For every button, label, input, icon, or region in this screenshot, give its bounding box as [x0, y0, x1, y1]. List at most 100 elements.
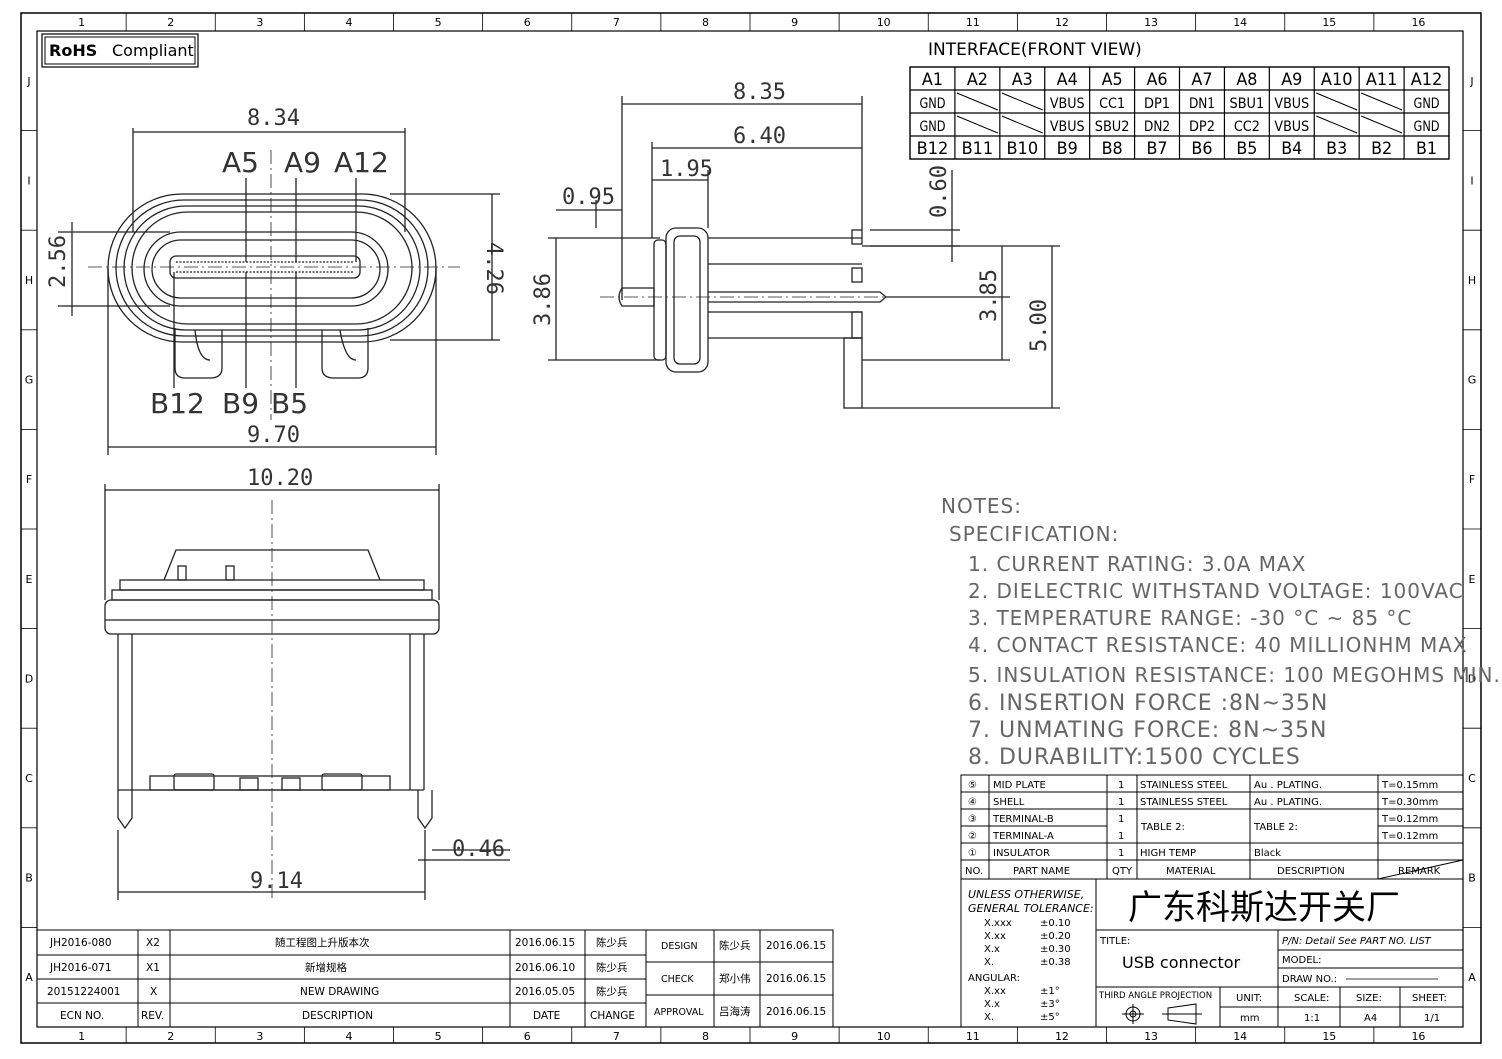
interface-cell-row_b-2: B10: [1006, 139, 1038, 159]
tol-key-1: X.xxx: [984, 918, 1012, 929]
grid-col-top-12: 12: [1055, 16, 1069, 29]
bottom-dim-top: 10.20: [247, 466, 313, 491]
grid-row-right-A: A: [1468, 971, 1476, 984]
grid-col-bottom-15: 15: [1322, 1030, 1336, 1043]
interface-cell-row_b-1: B11: [962, 139, 994, 159]
pin-label-a5: A5: [222, 146, 259, 179]
empty-cell-diagonal: [1316, 92, 1358, 111]
grid-col-top-3: 3: [256, 16, 263, 29]
bom-material-4: STAINLESS STEEL: [1140, 797, 1228, 808]
grid-row-left-D: D: [25, 672, 33, 685]
interface-cell-row_a-6: A7: [1191, 70, 1212, 90]
approval-name-1: 陈少兵: [719, 939, 751, 952]
bom-part-4: SHELL: [993, 797, 1025, 808]
front-view: [58, 128, 500, 455]
interface-cell-row_b_sig-4: SBU2: [1095, 119, 1130, 135]
grid-ticks: [21, 13, 1481, 1043]
grid-col-top-8: 8: [702, 16, 709, 29]
side-dim-0-60: 0.60: [927, 165, 952, 218]
front-dim-bottom: 9.70: [247, 423, 300, 448]
bom-remark-3: T=0.12mm: [1381, 814, 1438, 825]
ang-key-3: X.: [984, 1012, 994, 1023]
grid-row-right-D: D: [1468, 672, 1476, 685]
interface-cell-row_b-4: B8: [1102, 139, 1123, 159]
bom-no-1: ①: [968, 848, 977, 859]
grid-col-bottom-8: 8: [702, 1030, 709, 1043]
tol-key-3: X.x: [984, 944, 1000, 955]
rev-date-1: 2016.06.15: [515, 937, 575, 949]
interface-cell-row_b_sig-8: VBUS: [1274, 119, 1309, 135]
grid-row-right-C: C: [1468, 772, 1476, 785]
grid-row-left-E: E: [26, 573, 33, 586]
grid-col-bottom-4: 4: [345, 1030, 352, 1043]
bom-qty-3: 1: [1118, 814, 1124, 825]
interface-cell-row_b_sig-6: DP2: [1189, 119, 1215, 135]
interface-cell-row_b-0: B12: [917, 139, 949, 159]
rohs-badge: RoHS Compliant: [41, 33, 199, 68]
rev-date-3: 2016.05.05: [515, 986, 575, 998]
interface-cell-row_b-3: B9: [1057, 139, 1078, 159]
interface-title: INTERFACE(FRONT VIEW): [928, 40, 1142, 60]
rev-desc-2: 新增规格: [305, 961, 347, 974]
side-dim-3-85: 3.85: [977, 269, 1002, 322]
pin-label-b5: B5: [271, 387, 308, 420]
approval-name-2: 郑小伟: [719, 972, 751, 985]
title-block: UNLESS OTHERWISE, GENERAL TOLERANCE: X.x…: [960, 878, 1464, 1028]
interface-cell-row_b-5: B7: [1147, 139, 1168, 159]
ang-val-2: ±3°: [1040, 999, 1060, 1010]
grid-col-top-6: 6: [524, 16, 531, 29]
bottom-view: [104, 484, 510, 900]
model-label: MODEL:: [1282, 955, 1321, 966]
pin-label-b9: B9: [222, 387, 259, 420]
interface-cell-row_a-11: A12: [1411, 70, 1443, 90]
empty-cell-diagonal: [1001, 92, 1043, 111]
grid-row-left-A: A: [25, 971, 33, 984]
note-7: 7. UNMATING FORCE: 8N~35N: [968, 718, 1327, 743]
bottom-dim-bottom: 9.14: [250, 869, 303, 894]
bom-remark-4: T=0.30mm: [1381, 797, 1438, 808]
interface-cell-row_a_sig-5: DP1: [1144, 96, 1170, 112]
side-view: [548, 96, 1060, 409]
interface-cell-row_b_sig-7: CC2: [1234, 119, 1260, 135]
revision-block: JH2016-080 X2 随工程图上升版本次 2016.06.15 陈少兵 J…: [36, 929, 834, 1028]
grid-col-bottom-5: 5: [435, 1030, 442, 1043]
rev-desc-1: 随工程图上升版本次: [275, 936, 370, 949]
title-label: TITLE:: [1099, 936, 1130, 947]
note-5: 5. INSULATION RESISTANCE: 100 MEGOHMS MI…: [968, 663, 1501, 687]
bom-material-merged: TABLE 2:: [1140, 822, 1185, 833]
interface-cell-row_a-0: A1: [922, 70, 943, 90]
bom-material-1: HIGH TEMP: [1140, 848, 1196, 859]
grid-row-left-B: B: [25, 872, 33, 885]
side-dim-0-95: 0.95: [562, 185, 615, 210]
rev-rev-3: X: [150, 986, 157, 998]
grid-row-left-F: F: [26, 473, 32, 486]
bottom-dim-pin: 0.46: [452, 837, 505, 862]
pin-label-a12: A12: [334, 146, 389, 179]
grid-col-top-5: 5: [435, 16, 442, 29]
approval-role-1: DESIGN: [661, 941, 698, 952]
rev-by-2: 陈少兵: [596, 961, 628, 974]
bottom-view-labels: 10.20 9.14 0.46: [247, 466, 505, 894]
note-2: 2. DIELECTRIC WITHSTAND VOLTAGE: 100VAC: [968, 579, 1464, 603]
approval-name-3: 吕海涛: [719, 1005, 751, 1018]
bom-desc-4: Au . PLATING.: [1254, 797, 1322, 808]
bom-table: ⑤ MID PLATE 1 STAINLESS STEEL Au . PLATI…: [960, 774, 1464, 880]
bom-header-material: MATERIAL: [1166, 866, 1216, 877]
front-dim-top: 8.34: [247, 106, 300, 131]
grid-col-bottom-3: 3: [256, 1030, 263, 1043]
rev-by-3: 陈少兵: [596, 985, 628, 998]
interface-cell-row_a-9: A10: [1321, 70, 1353, 90]
pin-label-b12: B12: [150, 387, 205, 420]
interface-cell-row_b-6: B6: [1191, 139, 1212, 159]
grid-col-top-9: 9: [791, 16, 798, 29]
side-dim-8-35: 8.35: [733, 80, 786, 105]
bom-qty-2: 1: [1118, 831, 1124, 842]
grid-col-bottom-11: 11: [966, 1030, 980, 1043]
interface-cell-row_b_sig-0: GND: [919, 119, 945, 135]
grid-row-right-B: B: [1468, 872, 1476, 885]
grid-labels: 1122334455667788991010111112121313141415…: [25, 16, 1477, 1043]
grid-col-top-1: 1: [78, 16, 85, 29]
